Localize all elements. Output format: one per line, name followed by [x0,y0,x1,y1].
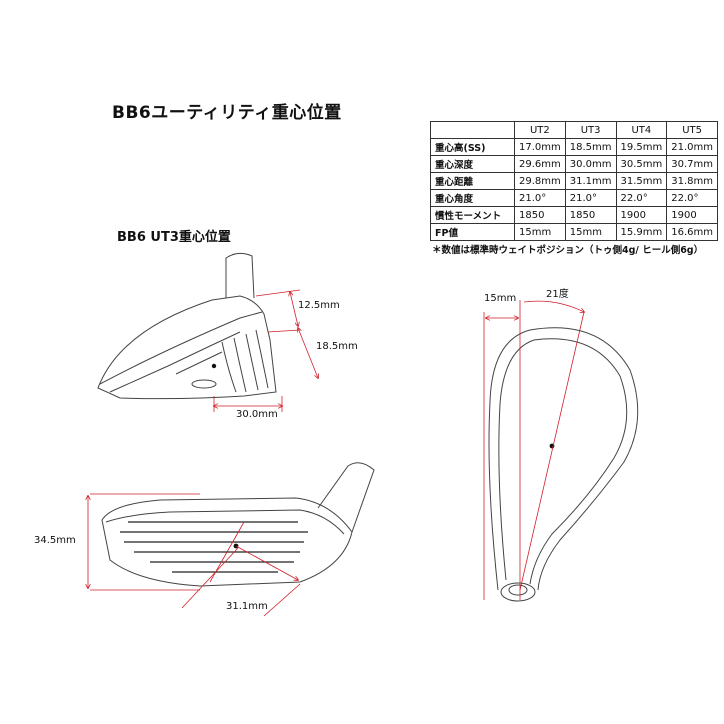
side-view-dimensions [214,289,318,412]
weight-port [191,379,217,389]
spec-table: UT2 UT3 UT4 UT5 重心高(SS) 17.0mm 18.5mm 19… [430,121,718,241]
face-view-clubhead [101,462,375,587]
table-row: 重心角度 21.0° 21.0° 22.0° 22.0° [430,189,718,207]
section-subtitle: BB6 UT3重心位置 [117,230,231,245]
table-row: FP値 15mm 15mm 15.9mm 16.6mm [430,223,718,241]
dimension-label-18-5: 18.5mm [316,341,358,352]
sole-grooves [221,329,269,393]
side-body [97,295,277,400]
face-body [101,497,353,587]
side-view-cg-marker [211,363,217,369]
dimension-label-34-5: 34.5mm [34,535,76,546]
dimension-label-30-0: 30.0mm [236,409,278,420]
table-cell: 16.6mm [666,223,718,241]
top-hosel [500,582,536,602]
page-title: BB6ユーティリティ重心位置 [112,103,342,123]
table-cell: 15mm [514,223,566,241]
row-label: FP値 [430,223,515,241]
hosel [225,252,255,299]
dimension-label-21-deg: 21度 [546,289,569,300]
face-hosel [317,462,375,533]
top-view-clubhead [488,327,639,602]
face-grooves [120,521,308,573]
table-cell: 15mm [564,223,617,241]
top-view-dimensions [483,300,584,600]
dimension-label-31-1: 31.1mm [226,601,268,612]
table-footnote: ＊数値は標準時ウェイトポジション（トゥ側4g/ ヒール側6g） [432,245,704,256]
top-body [488,327,639,591]
table-header-cell: UT5 [666,121,718,139]
face-view-dimensions [88,493,301,617]
dimension-label-15: 15mm [484,293,517,304]
table-row: 重心距離 29.8mm 31.1mm 31.5mm 31.8mm [430,172,718,190]
dimension-label-12-5: 12.5mm [298,300,340,311]
table-row: 慣性モーメント 1850 1850 1900 1900 [430,206,718,224]
side-view-clubhead [97,252,277,400]
